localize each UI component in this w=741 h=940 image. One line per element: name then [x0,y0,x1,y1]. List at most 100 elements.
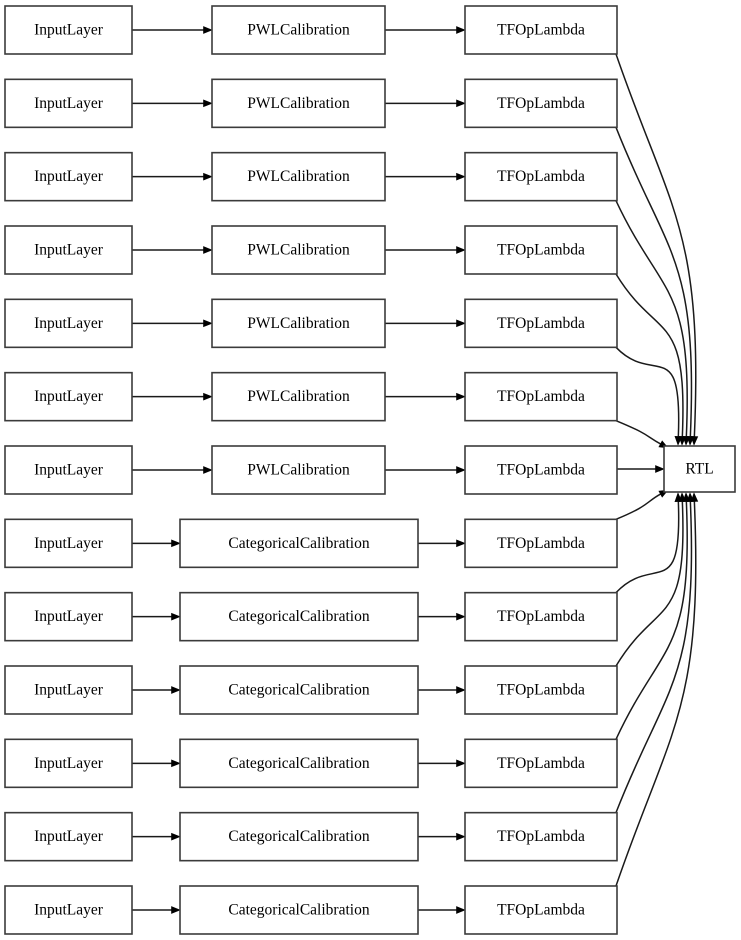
node-input-layer-5[interactable]: InputLayer [4,298,133,349]
edge-input-to-calibration-1-arrowhead [203,26,213,34]
node-input-layer-3[interactable]: InputLayer [4,151,133,202]
node-calibration-10-box [179,665,419,715]
node-calibration-12-box [179,811,419,862]
edge-calibration-to-lambda-6-arrowhead [456,392,466,401]
node-tfoplambda-12[interactable]: TFOpLambda [464,811,618,862]
node-calibration-11[interactable]: CategoricalCalibration [179,738,419,789]
edge-calibration-to-lambda-1-arrowhead [456,26,466,34]
node-input-layer-2-box [4,78,133,129]
node-calibration-8-box [179,518,419,569]
node-calibration-9[interactable]: CategoricalCalibration [179,591,419,642]
node-input-layer-12[interactable]: InputLayer [4,811,133,862]
node-input-layer-4[interactable]: InputLayer [4,225,133,275]
node-calibration-11-box [179,738,419,789]
node-input-layer-8-box [4,518,133,569]
node-tfoplambda-9[interactable]: TFOpLambda [464,591,618,642]
edge-lambda-to-rtl-12-path [615,501,693,813]
node-tfoplambda-3-box [464,151,618,202]
node-input-layer-6-box [4,371,133,422]
node-input-layer-6[interactable]: InputLayer [4,371,133,422]
node-calibration-10[interactable]: CategoricalCalibration [179,665,419,715]
node-tfoplambda-7[interactable]: TFOpLambda [464,445,618,495]
node-input-layer-5-box [4,298,133,349]
edge-lambda-to-rtl-9-path [615,501,680,594]
edge-calibration-to-lambda-10-arrowhead [456,686,466,694]
node-calibration-2-box [211,78,386,129]
edge-lambda-to-rtl-1-path [615,53,697,437]
node-tfoplambda-10[interactable]: TFOpLambda [464,665,618,715]
node-calibration-4[interactable]: PWLCalibration [211,225,386,275]
edge-calibration-to-lambda-7-arrowhead [456,466,466,474]
edge-lambda-to-rtl-8-path [615,493,661,521]
edge-input-to-calibration-11-arrowhead [171,759,181,768]
node-tfoplambda-3[interactable]: TFOpLambda [464,151,618,202]
node-calibration-13-box [179,885,419,935]
node-calibration-13[interactable]: CategoricalCalibration [179,885,419,935]
node-calibration-6-box [211,371,386,422]
node-calibration-1[interactable]: PWLCalibration [211,5,386,55]
node-tfoplambda-2-box [464,78,618,129]
node-input-layer-9[interactable]: InputLayer [4,591,133,642]
node-tfoplambda-8[interactable]: TFOpLambda [464,518,618,569]
edge-lambda-to-rtl-6-path [615,419,661,445]
node-calibration-1-box [211,5,386,55]
edge-calibration-to-lambda-4-arrowhead [456,246,466,254]
node-tfoplambda-6[interactable]: TFOpLambda [464,371,618,422]
node-tfoplambda-8-box [464,518,618,569]
node-input-layer-7-box [4,445,133,495]
node-tfoplambda-5-box [464,298,618,349]
node-calibration-6[interactable]: PWLCalibration [211,371,386,422]
node-input-layer-4-box [4,225,133,275]
node-tfoplambda-2[interactable]: TFOpLambda [464,78,618,129]
edge-calibration-to-lambda-12-arrowhead [456,832,466,841]
node-calibration-5-box [211,298,386,349]
edge-input-to-calibration-6-arrowhead [203,392,213,401]
edge-calibration-to-lambda-8-arrowhead [456,539,466,548]
node-tfoplambda-11[interactable]: TFOpLambda [464,738,618,789]
node-input-layer-11[interactable]: InputLayer [4,738,133,789]
edge-lambda-to-rtl-5-path [615,346,680,437]
edge-input-to-calibration-5-arrowhead [203,319,213,328]
edges-layer [132,26,699,914]
node-input-layer-7[interactable]: InputLayer [4,445,133,495]
edge-lambda-to-rtl-7-arrowhead [655,465,665,473]
node-calibration-7[interactable]: PWLCalibration [211,445,386,495]
node-tfoplambda-13-box [464,885,618,935]
node-input-layer-13[interactable]: InputLayer [4,885,133,935]
node-calibration-5[interactable]: PWLCalibration [211,298,386,349]
node-tfoplambda-1[interactable]: TFOpLambda [464,5,618,55]
node-input-layer-8[interactable]: InputLayer [4,518,133,569]
node-tfoplambda-11-box [464,738,618,789]
edge-input-to-calibration-7-arrowhead [203,466,213,474]
edge-input-to-calibration-4-arrowhead [203,246,213,254]
node-input-layer-1[interactable]: InputLayer [4,5,133,55]
edge-input-to-calibration-8-arrowhead [171,539,181,548]
edge-calibration-to-lambda-9-arrowhead [456,612,466,621]
edge-calibration-to-lambda-2-arrowhead [456,99,466,108]
node-calibration-8[interactable]: CategoricalCalibration [179,518,419,569]
node-rtl[interactable]: RTL [663,445,736,493]
node-tfoplambda-4[interactable]: TFOpLambda [464,225,618,275]
node-tfoplambda-5[interactable]: TFOpLambda [464,298,618,349]
node-tfoplambda-4-box [464,225,618,275]
edge-input-to-calibration-9-arrowhead [171,612,181,621]
edge-input-to-calibration-13-arrowhead [171,906,181,914]
node-calibration-2[interactable]: PWLCalibration [211,78,386,129]
edge-lambda-to-rtl-2-path [615,127,693,437]
node-input-layer-11-box [4,738,133,789]
edge-lambda-to-rtl-11-path [615,501,688,740]
edge-calibration-to-lambda-13-arrowhead [456,906,466,914]
node-input-layer-2[interactable]: InputLayer [4,78,133,129]
node-tfoplambda-6-box [464,371,618,422]
edge-lambda-to-rtl-3-path [615,200,688,437]
edge-calibration-to-lambda-11-arrowhead [456,759,466,768]
node-tfoplambda-9-box [464,591,618,642]
node-calibration-12[interactable]: CategoricalCalibration [179,811,419,862]
node-tfoplambda-13[interactable]: TFOpLambda [464,885,618,935]
node-calibration-3[interactable]: PWLCalibration [211,151,386,202]
edge-calibration-to-lambda-5-arrowhead [456,319,466,328]
node-tfoplambda-7-box [464,445,618,495]
node-input-layer-10[interactable]: InputLayer [4,665,133,715]
node-tfoplambda-12-box [464,811,618,862]
